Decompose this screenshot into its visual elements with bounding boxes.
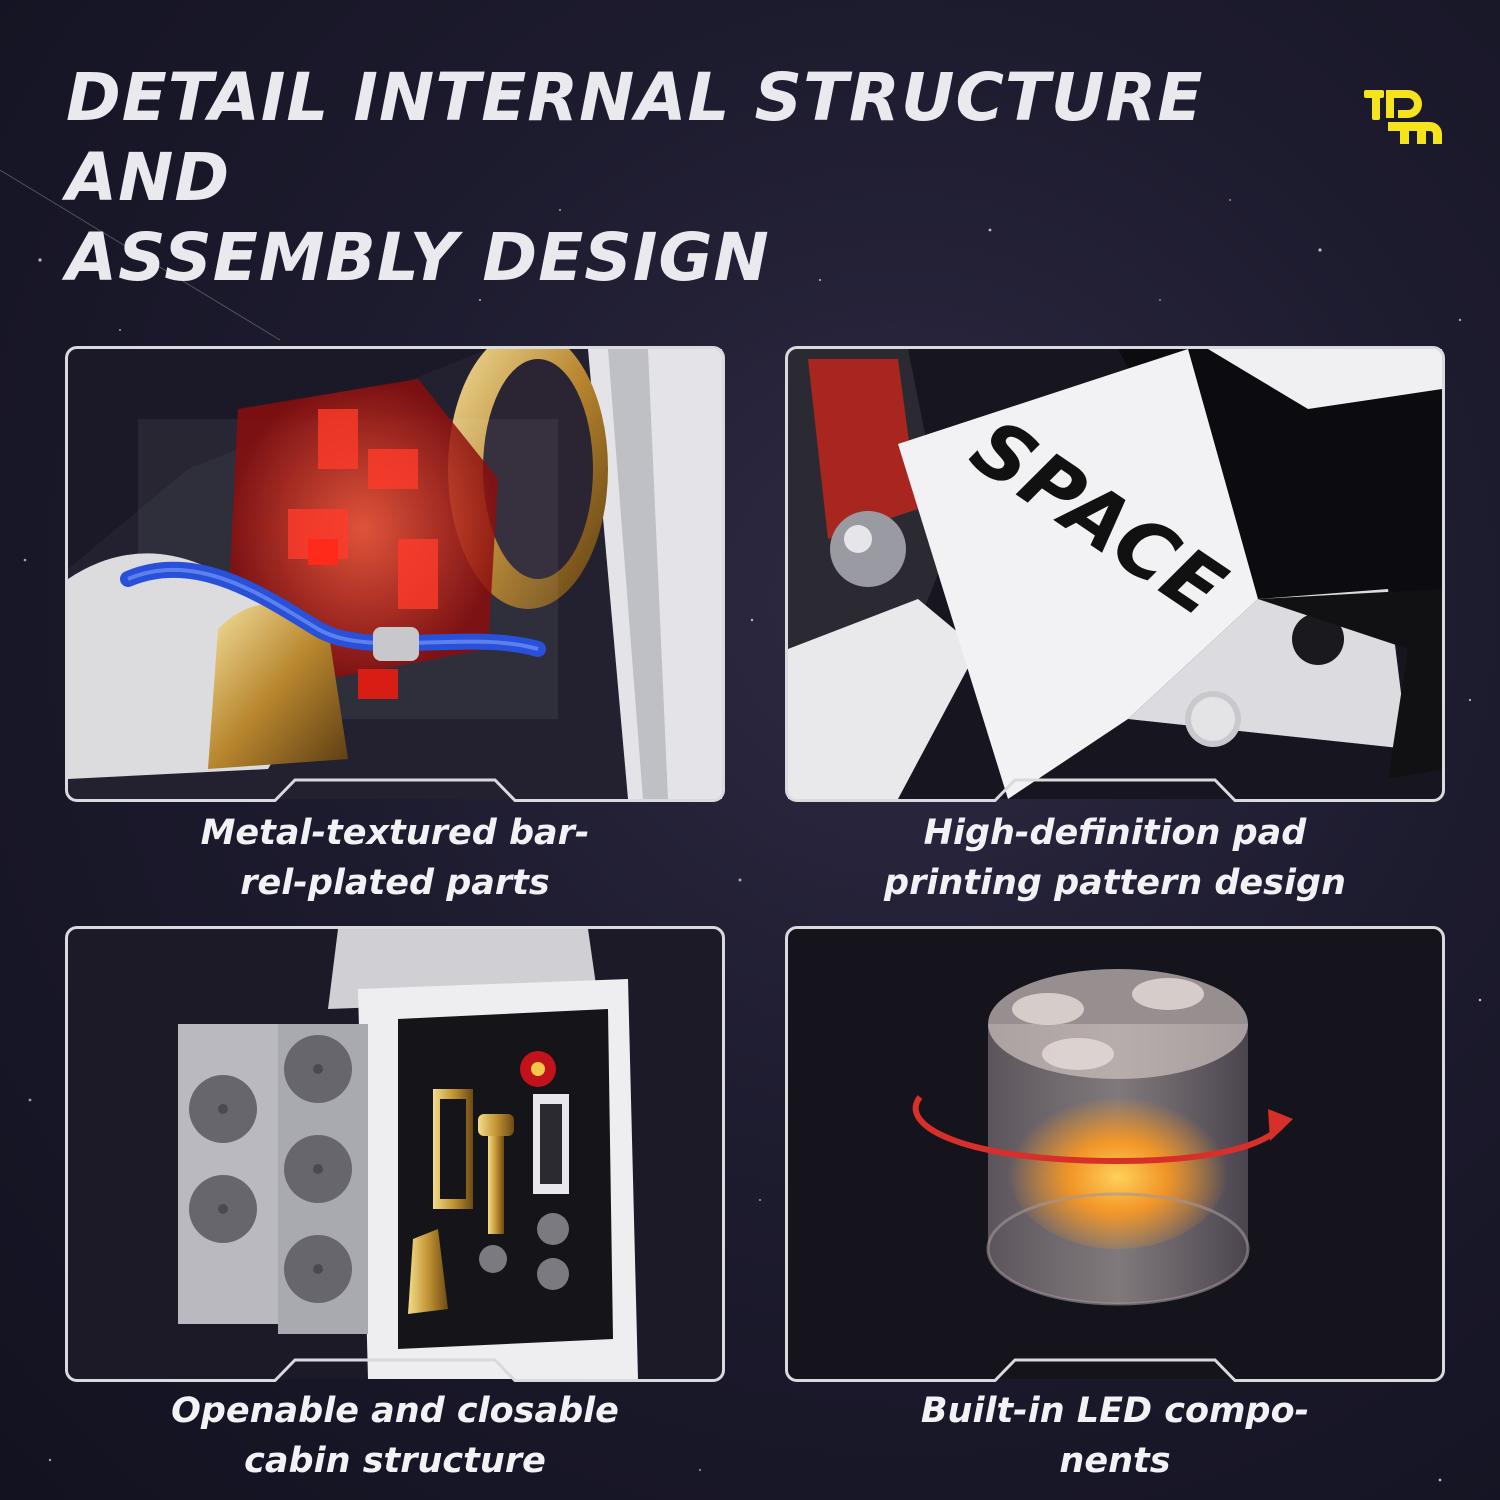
caption-metal-parts: Metal-textured bar- rel-plated parts [65,808,725,908]
headline-line-2: ASSEMBLY DESIGN [66,219,770,296]
panel-frame [785,346,1445,802]
brand-logo-icon [1364,90,1442,144]
caption-openable-cabin: Openable and closable cabin structure [65,1386,725,1486]
caption-line-2: nents [1059,1441,1171,1481]
panel-frame [65,926,725,1382]
panel-pad-printing: SPACE [785,346,1445,802]
headline: DETAIL INTERNAL STRUCTURE AND ASSEMBLY D… [66,58,1286,298]
metal-parts-image [68,349,722,799]
caption-line-2: printing pattern design [884,863,1346,903]
caption-line-2: rel-plated parts [240,863,550,903]
caption-line-2: cabin structure [244,1441,546,1481]
led-brick-image [788,929,1442,1379]
panel-openable-cabin [65,926,725,1382]
caption-led-components: Built-in LED compo- nents [785,1386,1445,1486]
caption-pad-printing: High-definition pad printing pattern des… [785,808,1445,908]
pad-printing-image: SPACE [788,349,1442,799]
caption-line-1: High-definition pad [923,813,1307,853]
panel-led-components [785,926,1445,1382]
panel-frame [65,346,725,802]
headline-line-1: DETAIL INTERNAL STRUCTURE AND [66,59,1204,216]
panel-metal-parts [65,346,725,802]
caption-line-1: Openable and closable [171,1391,619,1431]
panel-frame [785,926,1445,1382]
openable-cabin-image [68,929,722,1379]
caption-line-1: Built-in LED compo- [920,1391,1310,1431]
caption-line-1: Metal-textured bar- [200,813,590,853]
